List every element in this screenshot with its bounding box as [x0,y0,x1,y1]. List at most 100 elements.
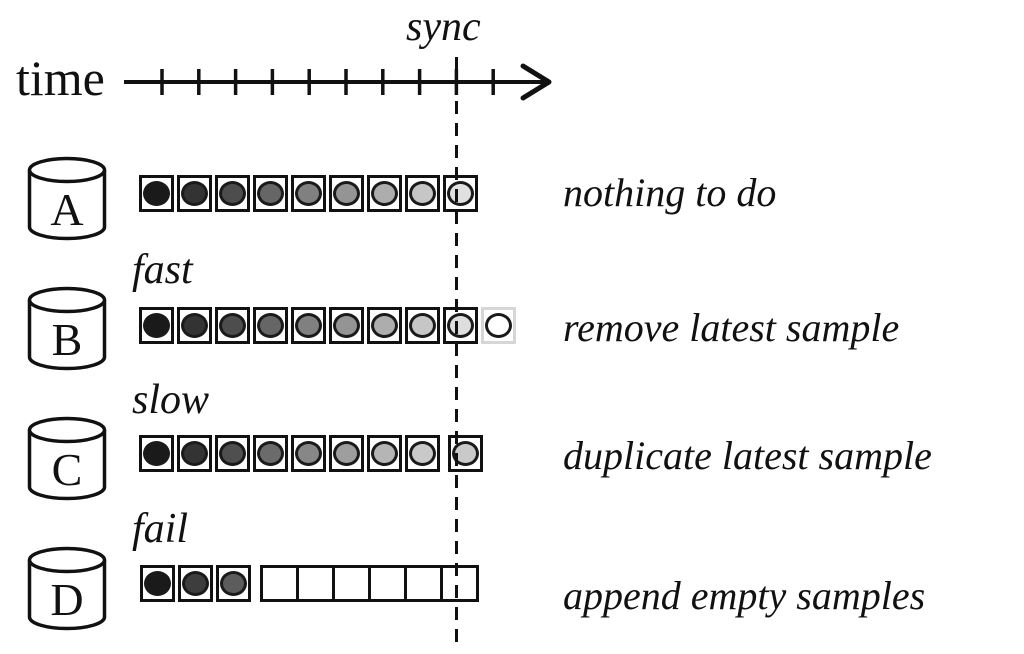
sample-box [367,307,402,344]
speed-label: slow [132,377,210,423]
sample-dot [409,313,436,338]
sample-box [139,307,174,344]
sample-box [215,307,250,344]
device-letter: A [50,184,83,235]
sample-box [253,175,288,212]
sample-dot [220,571,247,596]
time-axis-label: time [16,50,105,106]
sync-dashed-line [455,57,458,649]
sample-box [329,435,364,472]
cylinder-body [27,560,107,631]
sample-box [291,435,326,472]
sample-dot [181,181,208,206]
sample-dot [181,441,208,466]
sample-box [253,435,288,472]
action-label: append empty samples [563,573,926,618]
sample-box-group [140,565,251,602]
speed-label: fail [132,506,189,552]
sample-dot [257,181,284,206]
empty-sample-box [260,565,299,602]
empty-sample-box [368,565,407,602]
cylinder-top [27,416,107,444]
empty-sample-box [404,565,443,602]
sample-dot [143,313,170,338]
sample-box [253,307,288,344]
sample-dot [182,571,209,596]
time-axis [124,63,552,101]
sample-box-group [139,307,478,344]
sample-box-group [481,307,516,344]
sample-box [215,175,250,212]
sample-dot [143,441,170,466]
database-cylinder-icon: A [27,156,107,241]
sample-dot [219,313,246,338]
sample-dot [447,181,474,206]
sample-dot [447,313,474,338]
action-label: nothing to do [563,170,777,215]
database-cylinder-icon: C [27,416,107,501]
sample-box [177,435,212,472]
sample-box [329,175,364,212]
sample-box [215,435,250,472]
sample-box [177,307,212,344]
sample-dot [181,313,208,338]
sample-dot [257,441,284,466]
sample-box [139,435,174,472]
time-axis-arrow-icon [520,63,552,101]
action-label: remove latest sample [563,305,900,350]
sync-label: sync [406,4,481,50]
sample-boxes-row [139,175,478,212]
device-letter: C [52,444,83,495]
sample-box [178,565,213,602]
sample-box [367,435,402,472]
sample-boxes-row [140,565,479,602]
sample-dot [333,181,360,206]
sample-dot [257,313,284,338]
cylinder-top [27,286,107,314]
sample-dot [219,441,246,466]
cylinder-body [27,300,107,371]
sample-box [140,565,175,602]
sample-box [329,307,364,344]
speed-label: fast [132,247,193,293]
sample-box-group [260,565,479,602]
sample-dot [295,181,322,206]
sample-dot [333,313,360,338]
cylinder-top [27,156,107,184]
sample-box [291,175,326,212]
sample-box-group [448,435,483,472]
sample-box-group [139,175,478,212]
sample-box [443,175,478,212]
cylinder-top [27,546,107,574]
sample-box [405,435,440,472]
sample-dot [409,181,436,206]
sample-dot [485,313,512,338]
device-letter: B [52,314,83,365]
device-letter: D [50,574,83,625]
sample-dot [371,441,398,466]
database-cylinder-icon: D [27,546,107,631]
sample-boxes-row [139,435,483,472]
sample-box [405,175,440,212]
sample-dot [219,181,246,206]
empty-sample-box [296,565,335,602]
sample-box-group [139,435,440,472]
sample-box [448,435,483,472]
sample-dot [295,313,322,338]
sample-dot [371,181,398,206]
sample-dot [295,441,322,466]
sample-box [291,307,326,344]
sample-box [367,175,402,212]
empty-sample-box [440,565,479,602]
sample-dot [409,441,436,466]
cylinder-body [27,430,107,501]
sample-box [139,175,174,212]
sample-box [443,307,478,344]
sample-box [177,175,212,212]
sample-box [405,307,440,344]
database-cylinder-icon: B [27,286,107,371]
empty-sample-box [332,565,371,602]
sample-box [216,565,251,602]
cylinder-body [27,170,107,241]
